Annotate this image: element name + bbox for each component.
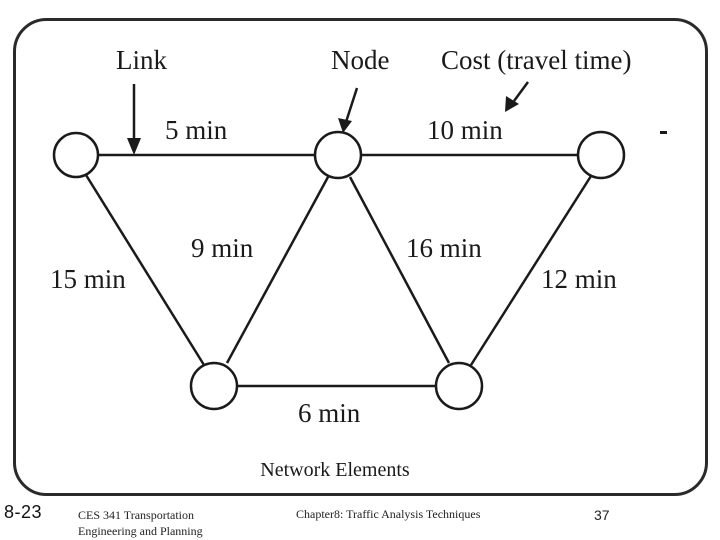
- page-number: 37: [594, 507, 610, 523]
- link-left-outer: [84, 174, 206, 366]
- node-top-center: [313, 130, 363, 180]
- edge-label-bottom: 6 min: [298, 398, 361, 428]
- link-right-inner: [348, 176, 451, 364]
- cost-label: Cost (travel time): [441, 45, 631, 75]
- link-right-outer: [469, 175, 593, 366]
- course-name: CES 341 Transportation Engineering and P…: [78, 507, 218, 539]
- node-bottom-right: [434, 361, 484, 411]
- edge-label-left-inner: 9 min: [191, 233, 254, 263]
- slide-frame: [13, 18, 708, 496]
- node-top-left: [52, 131, 100, 179]
- edge-label-right-outer: 12 min: [541, 264, 617, 294]
- dash-mark: [660, 131, 667, 134]
- node-top-right: [576, 130, 626, 180]
- cost-callout-arrow: [505, 81, 530, 112]
- edge-label-top-right: 10 min: [427, 115, 503, 145]
- diagram-caption: Network Elements: [260, 459, 410, 481]
- edge-label-left-outer: 15 min: [50, 264, 126, 294]
- slide-number: 8-23: [4, 502, 43, 522]
- edge-label-top-left: 5 min: [165, 115, 228, 145]
- course-name-line2: Engineering and Planning: [78, 524, 203, 538]
- link-callout-arrow: [127, 84, 141, 155]
- edge-label-right-inner: 16 min: [406, 233, 482, 263]
- link-left-inner: [225, 176, 330, 364]
- node-callout-arrow: [338, 87, 359, 133]
- link-label: Link: [116, 45, 167, 75]
- node-bottom-left: [189, 361, 239, 411]
- chapter-title: Chapter8: Traffic Analysis Techniques: [296, 507, 481, 521]
- course-name-line1: CES 341 Transportation: [78, 508, 195, 522]
- node-label: Node: [331, 45, 389, 75]
